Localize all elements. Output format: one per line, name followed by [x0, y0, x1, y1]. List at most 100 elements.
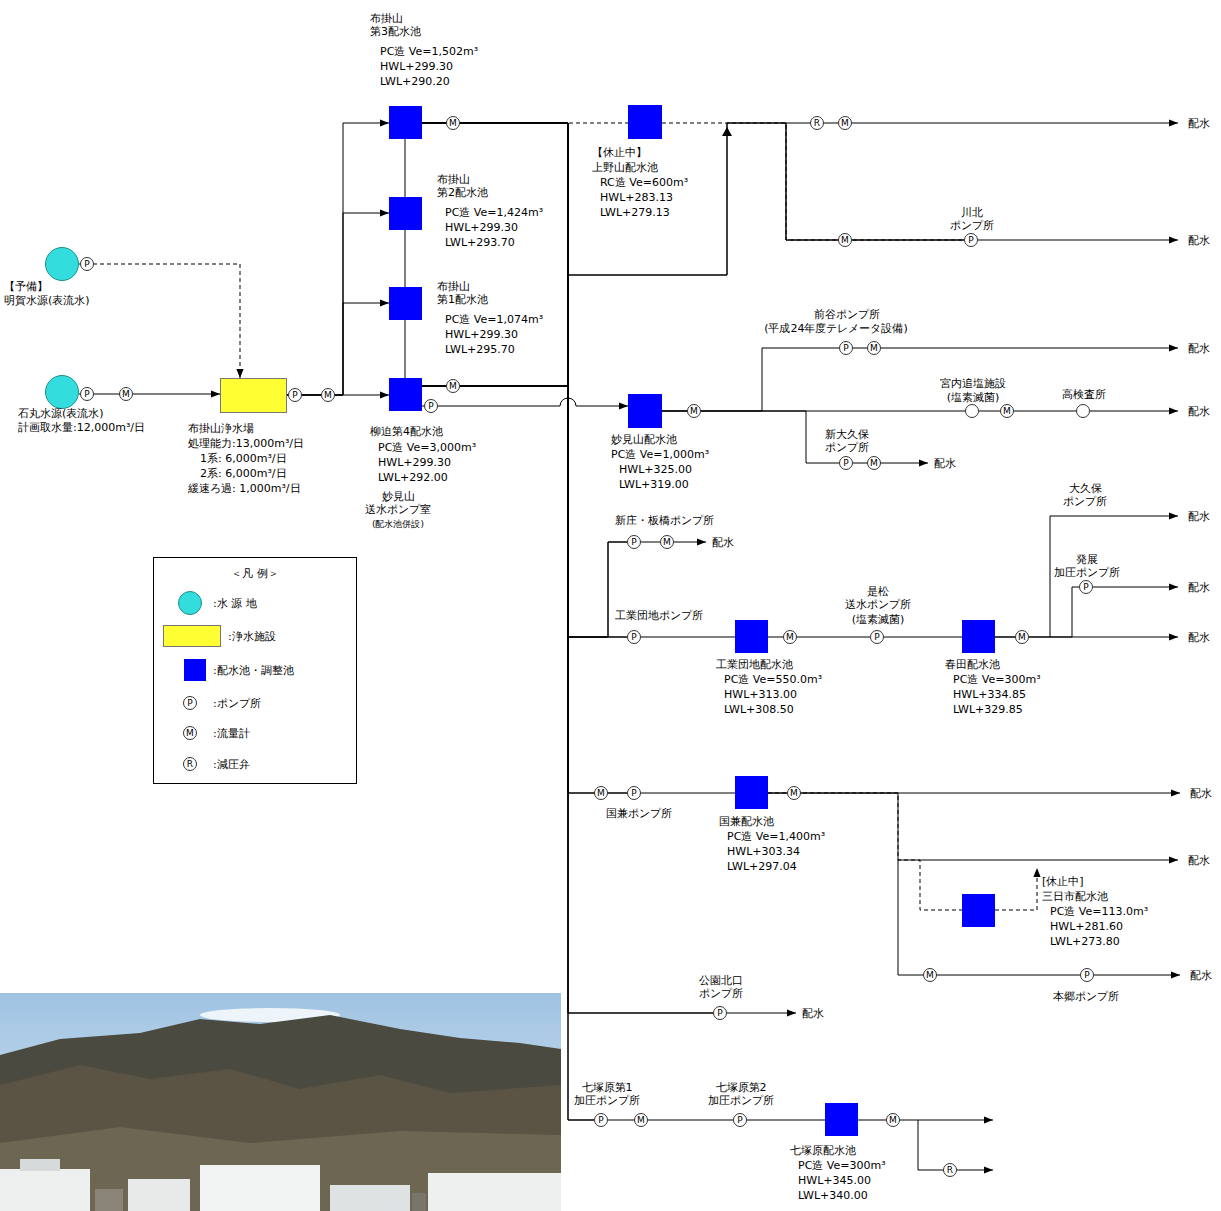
- symbol-mark: R: [810, 116, 824, 130]
- node-label: P: [734, 1114, 746, 1126]
- node-label: 上野山配水池: [592, 160, 658, 175]
- node-label: HWL+345.00: [798, 1173, 871, 1188]
- pipe-connector: [405, 230, 406, 287]
- treatment-plant: 布掛山浄水場処理能力:13,000m³/日1系: 6,000m³/日2系: 6,…: [220, 378, 287, 413]
- distribution-label: 配水: [1188, 233, 1210, 248]
- pipe-connector: [884, 637, 962, 638]
- legend-text: :配水池・調整池: [213, 663, 294, 678]
- node-label: 前谷ポンプ所: [814, 307, 880, 322]
- node-label: 七塚原第1 加圧ポンプ所: [574, 1081, 640, 1107]
- pipe-connector: [422, 123, 627, 793]
- pipe-connector: [287, 303, 389, 395]
- distribution-label: 配水: [1188, 341, 1210, 356]
- node-label: LWL+308.50: [724, 702, 794, 717]
- node-label: 是松 送水ポンプ所: [845, 585, 911, 611]
- symbol-mark: M: [446, 379, 460, 393]
- legend-swatch: [184, 659, 206, 681]
- node-label: PC造 Ve=300m³: [953, 672, 1041, 687]
- node-label: (平成24年度テレメータ設備): [764, 321, 908, 336]
- node-label: 発展 加圧ポンプ所: [1054, 553, 1120, 579]
- distribution-label: 配水: [1188, 853, 1210, 868]
- water-source: 【予備】明賀水源(表流水): [45, 247, 79, 281]
- pipe-connector: [405, 320, 406, 378]
- node-label: PC造 Ve=3,000m³: [378, 440, 476, 455]
- node-label: 春田配水池: [945, 657, 1000, 672]
- symbol-mark: M: [923, 968, 937, 982]
- node-label: P: [628, 787, 640, 799]
- pipe-line: [853, 463, 928, 464]
- reservoir: 布掛山 第2配水池PC造 Ve=1,424m³HWL+299.30LWL+293…: [389, 197, 422, 230]
- node-label: 妙見山 送水ポンプ室: [365, 490, 431, 516]
- pipe-line: [978, 240, 1178, 241]
- symbol-mark: M: [660, 535, 674, 549]
- pipe-connector: [79, 394, 220, 395]
- legend-text: :減圧弁: [213, 757, 250, 772]
- node-label: P: [965, 234, 977, 246]
- pipe-connector: [422, 386, 594, 1120]
- photo-building: [128, 1179, 190, 1211]
- symbol-mark: M: [634, 1113, 648, 1127]
- node-label: PC造 Ve=1,074m³: [445, 312, 543, 327]
- symbol-mark: R: [183, 757, 197, 771]
- node-label: P: [714, 1007, 726, 1019]
- node-label: LWL+319.00: [619, 477, 689, 492]
- node-label: 工業団地配水池: [716, 657, 793, 672]
- node-label: LWL+279.13: [600, 205, 670, 220]
- symbol-mark: P: [288, 388, 302, 402]
- pump-station: 発展 加圧ポンプ所P: [1079, 580, 1093, 594]
- pipe-line: [727, 1013, 796, 1014]
- symbol-mark: P: [183, 696, 197, 710]
- legend-text: :水 源 地: [213, 596, 257, 611]
- legend-swatch: [163, 625, 221, 647]
- distribution-label: 大久保 ポンプ所: [1063, 482, 1107, 508]
- reservoir: 布掛山 第3配水池PC造 Ve=1,502m³HWL+299.30LWL+290…: [389, 106, 422, 139]
- node-label: HWL+299.30: [380, 59, 453, 74]
- node-label: HWL+299.30: [378, 455, 451, 470]
- node-label: HWL+325.00: [619, 462, 692, 477]
- symbol-mark: P: [424, 399, 438, 413]
- node-label: HWL+334.85: [953, 687, 1026, 702]
- symbol-mark: M: [687, 404, 701, 418]
- node-label: PC造 Ve=1,000m³: [611, 447, 709, 462]
- pump-station: 七塚原第2 加圧ポンプ所P: [733, 1113, 747, 1127]
- node-label: 【休止中】: [592, 145, 647, 160]
- node-label: LWL+329.85: [953, 702, 1023, 717]
- pump-station: 工業団地ポンプ所P: [627, 630, 641, 644]
- photo-building: [412, 1193, 426, 1211]
- node-label: LWL+290.20: [380, 74, 450, 89]
- legend-frame: [154, 558, 357, 784]
- symbol-mark: M: [787, 786, 801, 800]
- node-label: 2系: 6,000m³/日: [200, 466, 287, 481]
- node-label: [休止中]: [1042, 874, 1084, 889]
- pump-station: 是松 送水ポンプ所(塩素滅菌)P: [870, 630, 884, 644]
- symbol-mark: M: [321, 388, 335, 402]
- symbol-mark: M: [446, 116, 460, 130]
- pipe-connector: [608, 1120, 733, 1121]
- node-label: 明賀水源(表流水): [4, 293, 90, 308]
- reservoir: 七塚原配水池PC造 Ve=300m³HWL+345.00LWL+340.00: [825, 1103, 858, 1136]
- photo-hill: [0, 1127, 561, 1211]
- node-label: RC造 Ve=600m³: [600, 175, 688, 190]
- pipe-connector: [287, 123, 389, 395]
- distribution-label: 配水: [934, 456, 956, 471]
- node-label: 妙見山配水池: [611, 432, 677, 447]
- pipe-connector: [995, 587, 1079, 637]
- node-label: 柳迫第4配水池: [370, 424, 443, 439]
- legend-title: ＜凡 例＞: [231, 566, 279, 581]
- symbol-mark: P: [80, 257, 94, 271]
- node-label: HWL+313.00: [724, 687, 797, 702]
- symbol-mark: M: [867, 341, 881, 355]
- node-label: LWL+293.70: [445, 235, 515, 250]
- pipe-connector: [422, 123, 627, 637]
- node-label: HWL+281.60: [1050, 919, 1123, 934]
- node-label: (配水池併設): [372, 517, 424, 532]
- pipe-connector: [662, 348, 839, 411]
- node-label: PC造 Ve=1,502m³: [380, 44, 478, 59]
- node-label: 三日市配水池: [1042, 889, 1108, 904]
- node-label: 石丸水源(表流水): [18, 406, 104, 421]
- symbol-mark: M: [1000, 404, 1014, 418]
- symbol-mark: M: [1015, 630, 1029, 644]
- reservoir: [休止中]三日市配水池PC造 Ve=113.0m³HWL+281.60LWL+2…: [962, 894, 995, 927]
- water-source: 石丸水源(表流水)計画取水量:12,000m³/日: [45, 375, 79, 409]
- symbol-mark: M: [886, 1113, 900, 1127]
